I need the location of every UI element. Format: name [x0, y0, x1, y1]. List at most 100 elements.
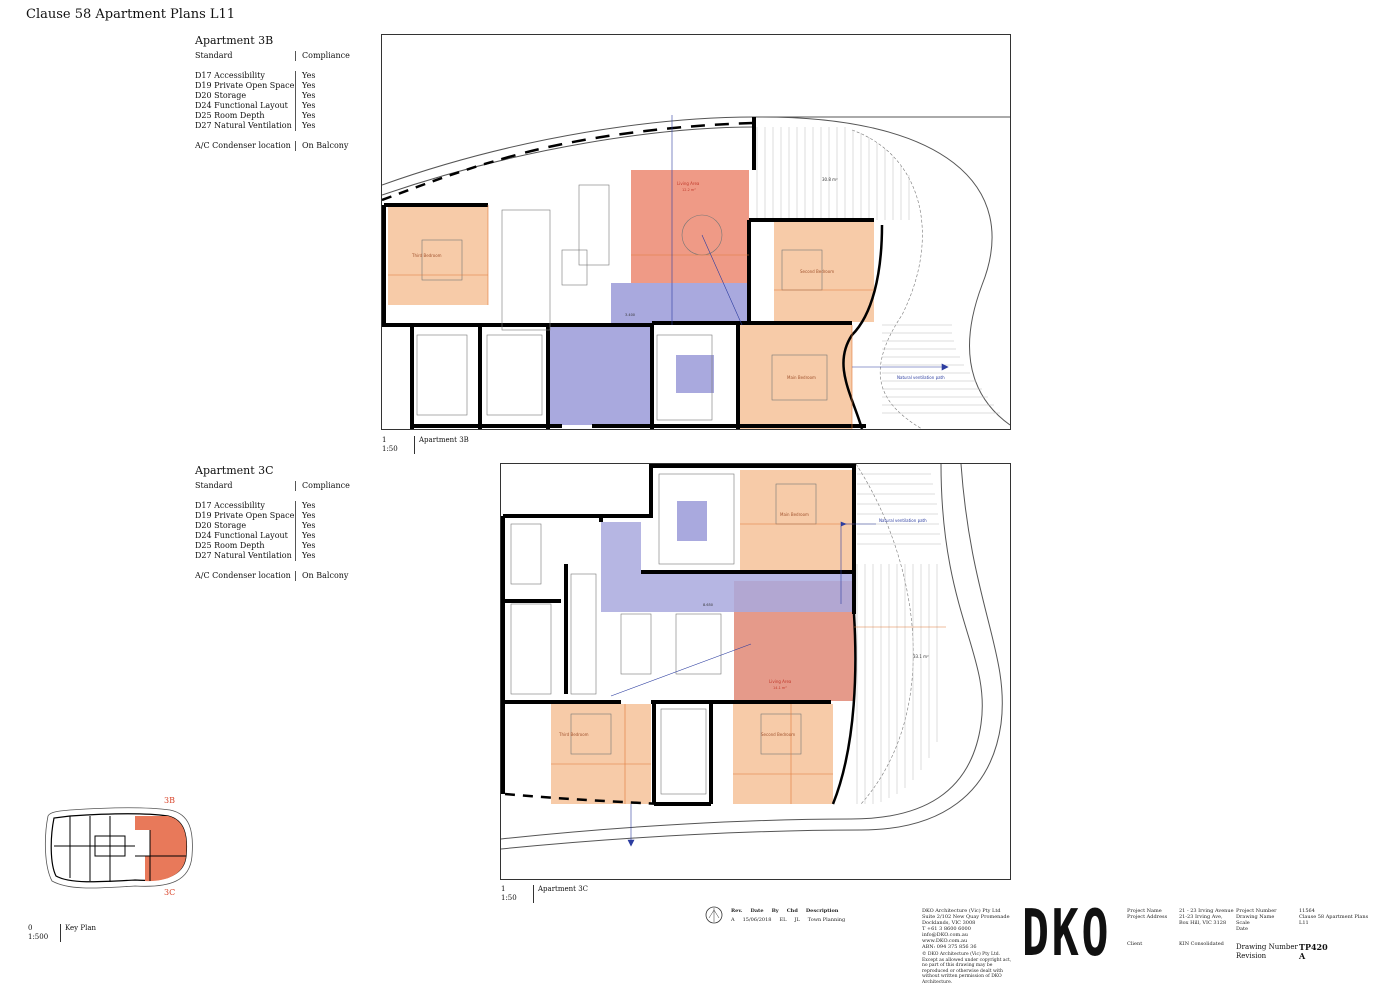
apt3b-balcony-area: 30.8 m²	[822, 177, 838, 182]
rev-header: Description	[805, 908, 839, 914]
apt3c-living-area: 14.1 m²	[773, 686, 787, 690]
key-plan-scale: 0 1:500 Key Plan	[28, 924, 96, 942]
scale-number: 0	[28, 924, 33, 932]
apt3b-vent-path-label: Natural ventilation path	[897, 375, 945, 380]
dko-logo: DKO	[1022, 897, 1120, 971]
compliance-cell: Yes	[295, 511, 315, 521]
project-values: 21 - 23 Irving Avenue 21-23 Irving Ave, …	[1179, 908, 1234, 947]
scale-ratio: 1:50	[382, 445, 398, 453]
project-value: 21-23 Irving Ave,	[1179, 914, 1223, 920]
standard-cell: D20 Storage	[195, 91, 247, 100]
apt3b-second-bedroom-zone	[774, 222, 874, 322]
project-name-label: Project Name	[1127, 908, 1162, 914]
standard-cell: D19 Private Open Space	[195, 81, 295, 90]
apt3b-caption: Apartment 3B	[414, 436, 469, 454]
apt3c-third-bedroom-label: Third Bedroom	[558, 732, 589, 737]
compliance-cell: Yes	[295, 521, 315, 531]
north-point-icon	[705, 906, 725, 926]
drawing-name: Clause 58 Apartment Plans	[1299, 914, 1369, 920]
firm-line: www.DKO.com.au	[922, 938, 968, 944]
key-plan-drawing	[44, 807, 193, 889]
rev-header: By	[771, 908, 779, 914]
ac-label: A/C Condenser location	[195, 571, 291, 580]
apt3b-ensuite-circulation	[676, 355, 714, 393]
compliance-cell: Yes	[295, 71, 315, 81]
standard-cell: D17 Accessibility	[195, 71, 265, 80]
ac-label: A/C Condenser location	[195, 141, 291, 150]
rev-cell: JL	[794, 917, 800, 923]
date-label: Date	[1236, 926, 1248, 932]
apt3c-ensuite-circulation	[677, 501, 707, 541]
apt3b-balcony-decking	[756, 127, 1000, 414]
rev-cell: 15/06/2018	[742, 917, 772, 923]
project-number: 11564	[1299, 908, 1315, 914]
apt3b-compliance: Apartment 3B Standard Compliance D17 Acc…	[195, 34, 350, 151]
apt3c-dimension: 8.650	[703, 603, 713, 607]
apt3b-floor-plan: Third Bedroom Living Area 12.2 m² Second…	[382, 115, 1010, 429]
compliance-cell: Yes	[295, 121, 315, 131]
standard-cell: D27 Natural Ventilation	[195, 551, 292, 560]
apt3c-living-label: Living Area	[769, 679, 792, 684]
project-address-label: Project Address	[1127, 914, 1168, 920]
standard-cell: D24 Functional Layout	[195, 101, 288, 110]
compliance-cell: Yes	[295, 541, 315, 551]
key-plan-3b-label: 3B	[164, 796, 175, 805]
rev-cell: Town Planning	[807, 917, 846, 923]
scale-ratio: 1:50	[501, 894, 517, 902]
meta-values: 11564 Clause 58 Apartment Plans L11	[1299, 908, 1368, 926]
apt3b-second-bedroom-label: Second Bedroom	[800, 269, 834, 274]
standard-cell: D25 Room Depth	[195, 111, 265, 120]
drawing-number-label: Drawing Number	[1236, 943, 1298, 951]
rev-cell: EL	[779, 917, 787, 923]
standard-cell: D24 Functional Layout	[195, 531, 288, 540]
apt3b-dimension: 3.400	[625, 313, 635, 317]
revision-label: Revision	[1236, 952, 1267, 960]
apt3c-vent-path-label: Natural ventilation path	[879, 518, 927, 523]
apt3c-compliance: Apartment 3C Standard Compliance D17 Acc…	[195, 464, 350, 581]
key-plan: 3B 3C	[40, 796, 200, 901]
scale-number: 1	[501, 885, 506, 893]
project-number-label: Project Number	[1236, 908, 1277, 914]
apt3b-scale: 1 1:50 Apartment 3B	[382, 436, 469, 454]
apt3c-master-bedroom-label: Main Bedroom	[780, 512, 809, 517]
firm-line: Docklands, VIC 3008	[922, 920, 976, 926]
compliance-cell: Yes	[295, 111, 315, 121]
ac-value: On Balcony	[295, 141, 348, 151]
copyright-note: © DKO Architecture (Vic) Pty Ltd. Except…	[922, 952, 1012, 985]
firm-details: DKO Architecture (Vic) Pty Ltd Suite 2/1…	[922, 908, 1012, 985]
compliance-cell: Yes	[295, 501, 315, 511]
compliance-cell: Yes	[295, 551, 315, 561]
client-value: KIN Consolidated	[1179, 941, 1224, 947]
standard-cell: D19 Private Open Space	[195, 511, 295, 520]
apt3c-floor-plan: Main Bedroom Living Area 14.1 m² Third B…	[501, 464, 1003, 850]
apt3c-caption: Apartment 3C	[533, 885, 588, 903]
page-title: Clause 58 Apartment Plans L11	[26, 7, 236, 22]
apt3c-balcony-area: 33.1 m²	[913, 654, 929, 659]
firm-line: Suite 2/102 New Quay Promenade	[922, 914, 1010, 920]
drawing-number-values: TP420 A	[1299, 943, 1328, 961]
firm-line: info@DKO.com.au	[922, 932, 969, 938]
apt3c-plan-frame: Main Bedroom Living Area 14.1 m² Third B…	[500, 463, 1011, 880]
drawing-level: L11	[1299, 920, 1309, 926]
revision-value: A	[1299, 951, 1306, 961]
key-plan-3b-highlight	[135, 816, 187, 856]
apt3b-walls	[382, 117, 874, 429]
key-plan-3c-highlight	[145, 856, 186, 882]
project-labels: Project Name Project Address Client	[1127, 908, 1167, 947]
rev-header: Chd	[786, 908, 798, 914]
drawing-number-block: Drawing Number Revision	[1236, 943, 1298, 961]
client-label: Client	[1127, 941, 1143, 947]
drawing-name-label: Drawing Name	[1236, 914, 1275, 920]
apt3b-circulation-zone	[548, 283, 749, 425]
firm-line: ABN: 094 375 856 36	[922, 944, 977, 950]
logo-text: DKO	[1022, 897, 1112, 971]
apt3b-living-zone	[631, 170, 749, 283]
apt3c-walls	[501, 464, 856, 806]
apt3c-scale: 1 1:50 Apartment 3C	[501, 885, 588, 903]
apt3b-living-area: 12.2 m²	[682, 188, 696, 192]
firm-line: T +61 3 8600 6000	[922, 926, 971, 932]
apt3c-balcony-decking	[856, 473, 941, 804]
key-plan-caption: Key Plan	[60, 924, 96, 942]
